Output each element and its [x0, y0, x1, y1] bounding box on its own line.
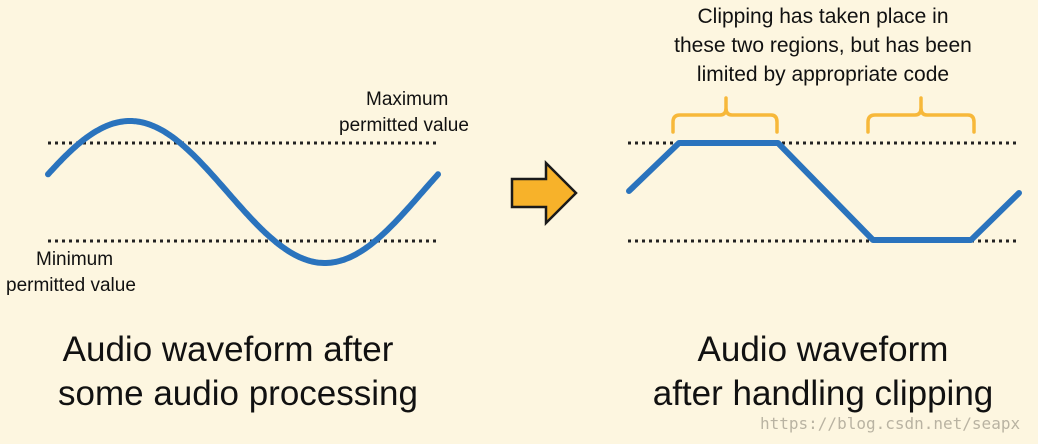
max-label-line2: permitted value [339, 115, 469, 136]
max-label-line1: Maximum [366, 89, 449, 110]
watermark: https://blog.csdn.net/seapx [760, 414, 1021, 433]
annotation-line3: limited by appropriate code [696, 63, 950, 86]
left-waveform [45, 118, 441, 266]
lower-clipping-bracket [866, 96, 976, 134]
left-caption-line2: some audio processing [58, 374, 418, 413]
upper-clipping-bracket [671, 96, 779, 134]
min-label-line2: permitted value [6, 275, 136, 296]
annotation-line2: these two regions, but has been [674, 34, 972, 57]
min-label-line1: Minimum [36, 249, 114, 270]
annotation-line1: Clipping has taken place in [697, 5, 949, 28]
right-caption-line1: Audio waveform [697, 330, 949, 369]
left-caption-line1: Audio waveform after [62, 330, 394, 369]
right-clipped-waveform [626, 140, 1022, 243]
right-caption-line2: after handling clipping [652, 374, 994, 413]
right-arrow-icon [510, 159, 578, 227]
